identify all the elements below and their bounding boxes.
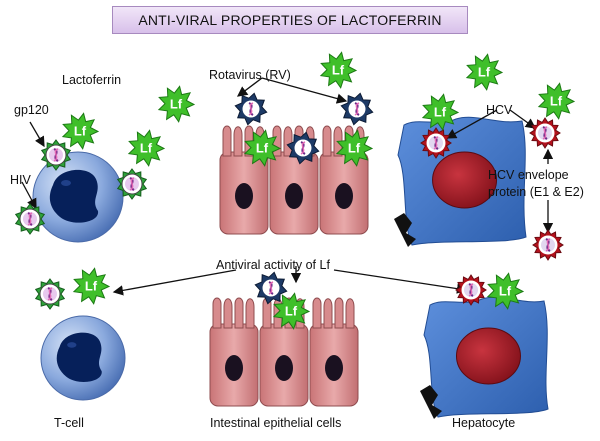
- svg-text:Lf: Lf: [434, 105, 447, 120]
- rotavirus-icon-inhibited: [254, 271, 288, 305]
- svg-text:Lf: Lf: [550, 94, 563, 109]
- arrow-activity-t-cell: [112, 269, 237, 296]
- lactoferrin-icon-2: Lf: [157, 85, 196, 123]
- label-hcv-envelope-line1: HCV envelope: [488, 168, 569, 182]
- svg-text:Lf: Lf: [85, 279, 98, 294]
- svg-text:Lf: Lf: [170, 97, 183, 112]
- epithelial-cells-bottom: [209, 297, 359, 407]
- lactoferrin-icon-7: Lf: [465, 53, 504, 91]
- lactoferrin-icon-6: Lf: [335, 129, 374, 167]
- label-gp120: gp120: [14, 103, 49, 117]
- svg-text:Lf: Lf: [140, 141, 153, 156]
- label-hiv: HIV: [10, 173, 31, 187]
- label-intestinal-epithelial-cells: Intestinal epithelial cells: [210, 416, 342, 430]
- label-lactoferrin: Lactoferrin: [62, 73, 122, 87]
- lactoferrin-icon-12: Lf: [486, 272, 525, 310]
- label-rotavirus: Rotavirus (RV): [209, 68, 291, 82]
- svg-text:Lf: Lf: [256, 141, 269, 156]
- hepatocyte-bottom: [420, 296, 549, 419]
- page-title: ANTI-VIRAL PROPERTIES OF LACTOFERRIN: [138, 12, 442, 28]
- hiv-virus-icon-gp120: [40, 139, 72, 171]
- svg-text:Lf: Lf: [74, 124, 87, 139]
- svg-text:Lf: Lf: [478, 65, 491, 80]
- rotavirus-icon-right: [340, 92, 374, 126]
- label-hcv: HCV: [486, 103, 513, 117]
- label-hepatocyte: Hepatocyte: [452, 416, 516, 430]
- lactoferrin-icon-top: Lf: [319, 51, 358, 89]
- label-t-cell: T-cell: [54, 416, 84, 430]
- lactoferrin-icon-8: Lf: [421, 93, 460, 131]
- lactoferrin-icon-9: Lf: [537, 82, 576, 120]
- t-cell-top: [32, 151, 124, 243]
- hiv-virus-icon-right: [116, 168, 148, 200]
- svg-text:Lf: Lf: [332, 63, 345, 78]
- hcv-virus-icon-envelope: [529, 117, 561, 149]
- lactoferrin-icon-11: Lf: [272, 292, 311, 330]
- lactoferrin-icon-5: Lf: [243, 129, 282, 167]
- arrow-rotavirus-left: [236, 77, 263, 97]
- arrow-hcv-left: [445, 109, 498, 139]
- svg-text:Lf: Lf: [285, 304, 298, 319]
- label-antiviral-activity: Antiviral activity of Lf: [216, 258, 330, 272]
- hcv-virus-icon-inhibited: [455, 274, 487, 306]
- t-cell-bottom: [40, 315, 126, 401]
- hiv-virus-icon-bottom: [14, 203, 46, 235]
- rotavirus-icon-left: [234, 92, 268, 126]
- hiv-virus-icon-inhibited: [34, 278, 66, 310]
- rotavirus-icon-cell: [286, 131, 320, 165]
- lactoferrin-icon-10: Lf: [72, 267, 111, 305]
- arrow-activity-hepatocyte: [333, 269, 468, 294]
- arrow-gp120: [29, 121, 45, 148]
- label-hcv-envelope-line2: protein (E1 & E2): [488, 185, 584, 199]
- svg-text:Lf: Lf: [348, 141, 361, 156]
- lactoferrin-icon-4: Lf: [127, 129, 166, 167]
- lactoferrin-icon-3: Lf: [61, 112, 100, 150]
- hcv-virus-icon-cell: [420, 127, 452, 159]
- arrow-hiv: [21, 181, 37, 210]
- arrow-rotavirus-right: [261, 77, 348, 104]
- hcv-virus-icon-free: [532, 229, 564, 261]
- svg-text:Lf: Lf: [499, 284, 512, 299]
- title-banner: ANTI-VIRAL PROPERTIES OF LACTOFERRIN: [112, 6, 468, 34]
- arrow-hcv-right: [509, 109, 537, 129]
